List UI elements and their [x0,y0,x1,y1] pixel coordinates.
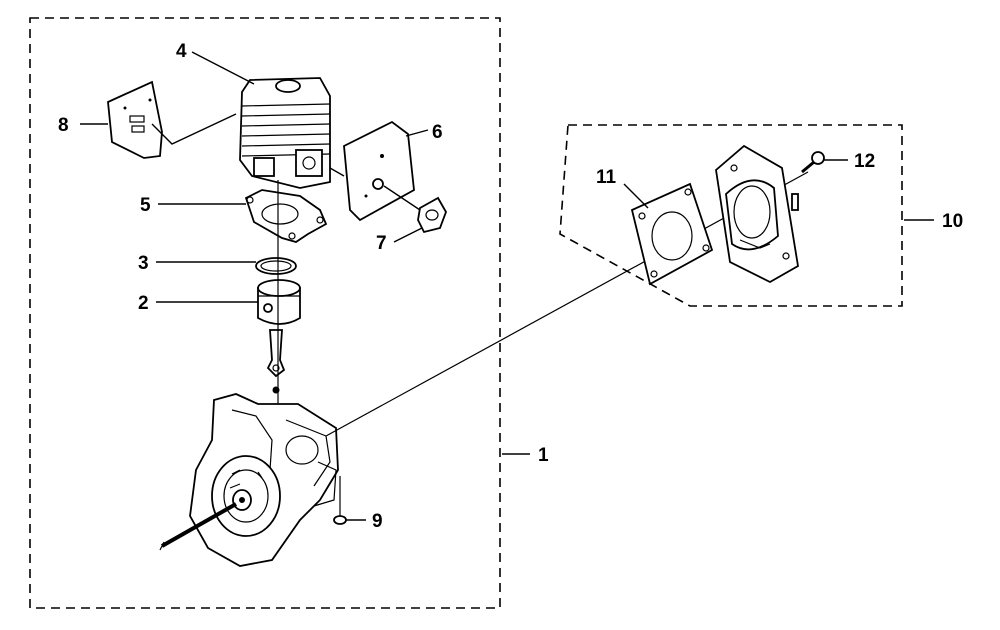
callout-12: 12 [854,151,875,172]
part-7-link-line [383,185,421,211]
part-4-leader [191,51,255,85]
callout-1: 1 [538,445,549,466]
part-6-leader [405,129,429,137]
callout-2: 2 [138,293,149,314]
part-6-gasket [343,120,415,222]
part-3-piston-ring [255,257,297,275]
part-8-plate [107,80,163,159]
part-9-screw [333,476,347,525]
part-7-small-gasket [417,196,447,234]
callout-7: 7 [376,233,387,254]
part-7-leader [393,227,423,243]
part-6-link-line [329,167,345,177]
muffler-assembly-boundary [559,124,903,307]
part-8-link-line [151,113,237,145]
part-4-cylinder [239,77,331,189]
callout-9: 9 [372,511,383,532]
muffler-body [715,144,799,284]
callout-5: 5 [140,195,151,216]
callout-10: 10 [942,211,963,232]
part-12-bolt [801,151,825,174]
callout-6: 6 [432,122,443,143]
part-5-base-gasket [244,189,328,243]
connecting-rod [266,329,286,394]
part-2-piston [257,279,301,325]
part-11-muffler-gasket [630,182,714,286]
crankcase [159,393,339,567]
callout-11: 11 [596,167,617,188]
callout-8: 8 [58,115,69,136]
callout-3: 3 [138,253,149,274]
part-11-leader [623,183,649,209]
callout-4: 4 [176,41,187,62]
engine-assembly-boundary [29,17,501,609]
